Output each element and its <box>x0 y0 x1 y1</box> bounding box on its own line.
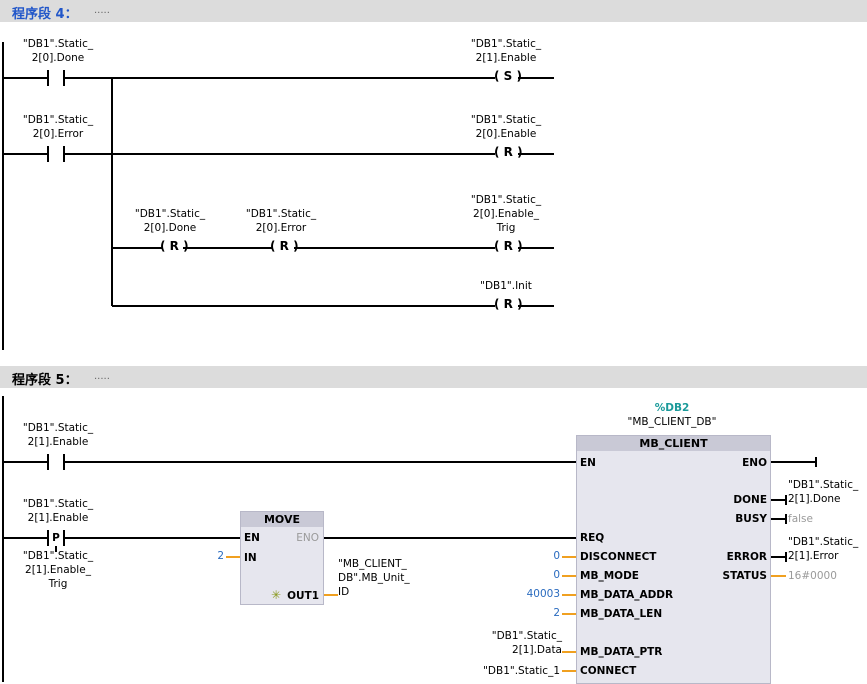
done-value[interactable]: "DB1".Static_ 2[1].Done <box>788 479 859 505</box>
move-in-pin[interactable]: IN <box>244 552 257 564</box>
coil-label-1: "DB1".Static_ 2[1].Enable <box>470 38 542 64</box>
p-contact-glyph[interactable]: P <box>52 532 60 544</box>
coil-label-2: "DB1".Static_ 2[0].Enable <box>470 114 542 140</box>
reset-coil-3[interactable]: ( R ) <box>494 239 523 253</box>
contact-label-enable-2: "DB1".Static_ 2[1].Enable <box>22 498 94 524</box>
contact-label-error-2: "DB1".Static_ 2[0].Error <box>245 208 317 234</box>
move-out-label[interactable]: "MB_CLIENT_ DB".MB_Unit_ ID <box>338 558 410 598</box>
move-title: MOVE <box>241 512 323 527</box>
reset-coil-6[interactable]: ( R ) <box>270 239 299 253</box>
disconnect-value[interactable]: 0 <box>553 550 560 562</box>
client-eno-pin[interactable]: ENO <box>742 457 767 469</box>
set-coil-1[interactable]: ( S ) <box>494 69 522 83</box>
client-status-pin[interactable]: STATUS <box>722 570 767 582</box>
client-en-pin[interactable]: EN <box>580 457 596 469</box>
network-5-header[interactable]: 程序段 5： ..... <box>0 366 867 388</box>
ptr-value[interactable]: "DB1".Static_ 2[1].Data <box>491 630 562 656</box>
reset-coil-2[interactable]: ( R ) <box>494 145 523 159</box>
move-in-value[interactable]: 2 <box>217 550 224 562</box>
network-5-title: 程序段 5： <box>12 373 78 388</box>
client-disconnect-pin[interactable]: DISCONNECT <box>580 551 657 563</box>
move-en-pin[interactable]: EN <box>244 532 260 544</box>
mb-client-title: MB_CLIENT <box>577 436 770 451</box>
coil-label-4: "DB1".Init <box>480 280 532 292</box>
client-error-pin[interactable]: ERROR <box>726 551 767 563</box>
contact-label-enable: "DB1".Static_ 2[1].Enable <box>22 422 94 448</box>
client-addr-pin[interactable]: MB_DATA_ADDR <box>580 589 674 601</box>
reset-coil-5[interactable]: ( R ) <box>160 239 189 253</box>
client-connect-pin[interactable]: CONNECT <box>580 665 637 677</box>
addr-value[interactable]: 40003 <box>526 588 560 600</box>
contact-label-done: "DB1".Static_ 2[0].Done <box>22 38 94 64</box>
status-value: 16#0000 <box>788 570 837 582</box>
contact-label-done-2: "DB1".Static_ 2[0].Done <box>134 208 206 234</box>
client-mode-pin[interactable]: MB_MODE <box>580 570 639 582</box>
len-value[interactable]: 2 <box>553 607 560 619</box>
connect-value[interactable]: "DB1".Static_1 <box>483 665 560 677</box>
mode-value[interactable]: 0 <box>553 569 560 581</box>
client-busy-pin[interactable]: BUSY <box>735 513 767 525</box>
network-5-comment[interactable]: ..... <box>94 371 110 382</box>
client-done-pin[interactable]: DONE <box>733 494 767 506</box>
contact-label-error: "DB1".Static_ 2[0].Error <box>22 114 94 140</box>
client-len-pin[interactable]: MB_DATA_LEN <box>580 608 663 620</box>
network-4-header[interactable]: 程序段 4： ..... <box>0 0 867 22</box>
move-eno-pin[interactable]: ENO <box>296 532 319 544</box>
move-block[interactable]: MOVE EN ENO IN ✳ OUT1 <box>240 511 324 605</box>
client-instance-db: %DB2 <box>654 402 690 414</box>
coil-label-3: "DB1".Static_ 2[0].Enable_ Trig <box>470 194 542 234</box>
busy-value: false <box>788 513 813 525</box>
client-instance-name[interactable]: "MB_CLIENT_DB" <box>627 416 717 428</box>
error-value[interactable]: "DB1".Static_ 2[1].Error <box>788 536 859 562</box>
network-4-comment[interactable]: ..... <box>94 5 110 16</box>
contact-label-enable-trig: "DB1".Static_ 2[1].Enable_ Trig <box>22 550 94 590</box>
client-ptr-pin[interactable]: MB_DATA_PTR <box>580 646 663 658</box>
reset-coil-4[interactable]: ( R ) <box>494 297 523 311</box>
move-out1-pin[interactable]: OUT1 <box>287 590 319 602</box>
client-req-pin[interactable]: REQ <box>580 532 605 544</box>
new-output-star-icon[interactable]: ✳ <box>271 588 282 602</box>
mb-client-block[interactable]: MB_CLIENT EN ENO DONE BUSY REQ DISCONNEC… <box>576 435 771 684</box>
network-4-title: 程序段 4： <box>12 7 78 22</box>
